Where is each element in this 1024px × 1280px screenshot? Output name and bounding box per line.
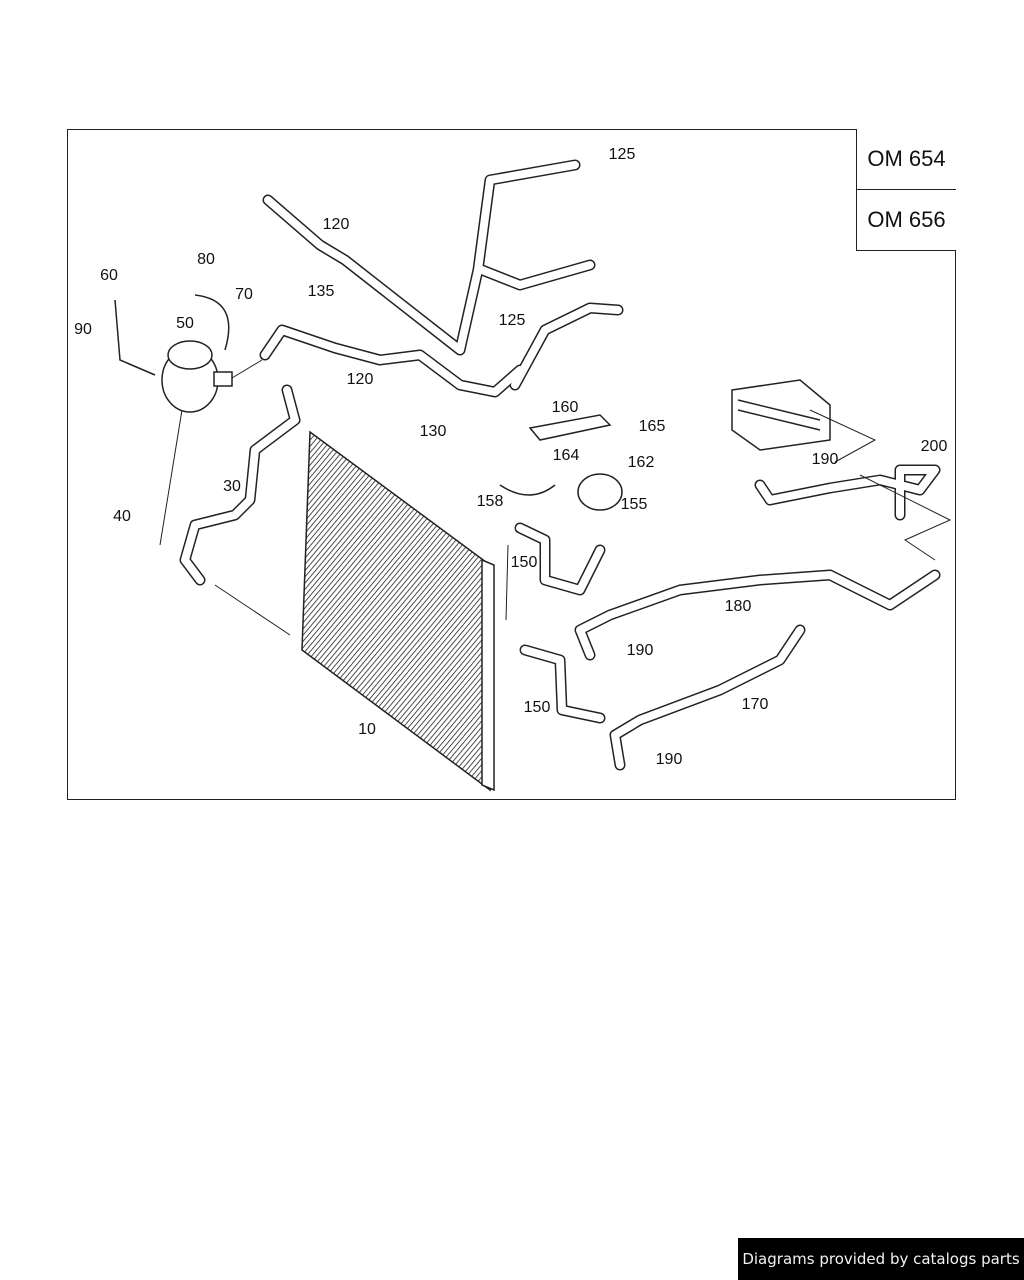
callout-190[interactable]: 190 bbox=[626, 642, 654, 659]
callout-160[interactable]: 160 bbox=[551, 399, 579, 416]
callout-70[interactable]: 70 bbox=[235, 286, 253, 303]
bracket-160 bbox=[528, 414, 612, 441]
callout-125[interactable]: 125 bbox=[608, 146, 636, 163]
clamp-158 bbox=[499, 484, 556, 496]
engine-variant-om654[interactable]: OM 654 bbox=[856, 129, 956, 190]
callout-80[interactable]: 80 bbox=[197, 251, 215, 268]
callout-170[interactable]: 170 bbox=[741, 696, 769, 713]
callout-60[interactable]: 60 bbox=[100, 267, 118, 284]
callout-50[interactable]: 50 bbox=[176, 315, 194, 332]
callout-164[interactable]: 164 bbox=[552, 447, 580, 464]
callout-200[interactable]: 200 bbox=[920, 438, 948, 455]
callout-162[interactable]: 162 bbox=[627, 454, 655, 471]
attribution-footer: Diagrams provided by catalogs parts bbox=[738, 1238, 1024, 1280]
callout-90[interactable]: 90 bbox=[74, 321, 92, 338]
expansion-tank bbox=[161, 340, 233, 413]
callout-130[interactable]: 130 bbox=[419, 423, 447, 440]
callout-10[interactable]: 10 bbox=[358, 721, 376, 738]
radiator bbox=[301, 430, 495, 792]
callout-190[interactable]: 190 bbox=[811, 451, 839, 468]
callout-180[interactable]: 180 bbox=[724, 598, 752, 615]
callout-150[interactable]: 150 bbox=[510, 554, 538, 571]
hose-bodies bbox=[181, 161, 939, 769]
callout-120[interactable]: 120 bbox=[346, 371, 374, 388]
callout-30[interactable]: 30 bbox=[223, 478, 241, 495]
callout-120[interactable]: 120 bbox=[322, 216, 350, 233]
callout-40[interactable]: 40 bbox=[113, 508, 131, 525]
callout-190[interactable]: 190 bbox=[655, 751, 683, 768]
callout-158[interactable]: 158 bbox=[476, 493, 504, 510]
callout-150[interactable]: 150 bbox=[523, 699, 551, 716]
callout-125[interactable]: 125 bbox=[498, 312, 526, 329]
engine-variant-om656[interactable]: OM 656 bbox=[856, 190, 956, 251]
oil-cooler bbox=[731, 379, 831, 451]
callout-135[interactable]: 135 bbox=[307, 283, 335, 300]
water-pump bbox=[577, 473, 623, 511]
bracket-60 bbox=[114, 299, 156, 376]
callout-155[interactable]: 155 bbox=[620, 496, 648, 513]
leader-lines bbox=[159, 359, 952, 636]
diagram-frame bbox=[67, 129, 956, 800]
clamp-70 bbox=[194, 294, 230, 351]
callout-165[interactable]: 165 bbox=[638, 418, 666, 435]
